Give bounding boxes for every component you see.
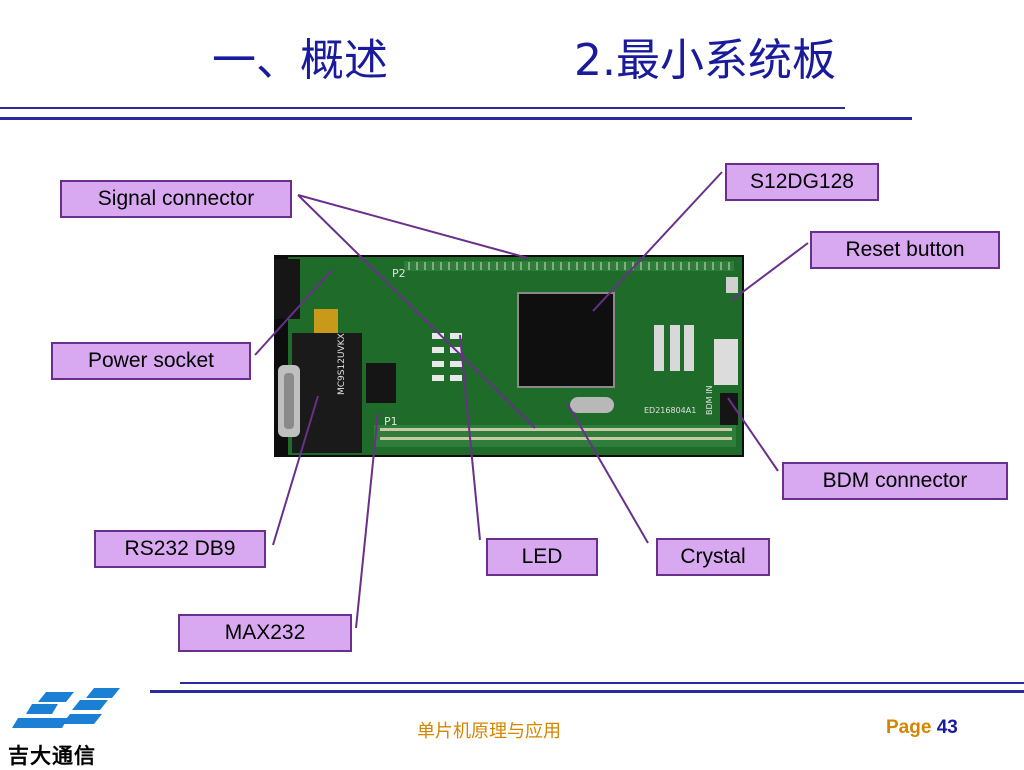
course-title: 单片机原理与应用 [417,721,561,742]
title-section: 一、概述 [212,35,388,86]
callout-s12dg128 [592,171,723,312]
board-photo: P2 P1 MC9S12UVKX BDM IN ED216804A1 [274,255,744,457]
company-logo-icon [12,688,120,728]
page-indicator: Page 43 [886,717,958,739]
silk-p1: P1 [384,415,398,428]
label-power-socket: Power socket [51,342,251,380]
label-rs232-db9: RS232 DB9 [94,530,266,568]
slide-title: 一、概述 2.最小系统板 [0,24,1024,86]
label-signal-connector: Signal connector [60,180,292,218]
callout-reset-button [731,242,809,301]
callout-signal-connector-bottom [297,194,536,429]
label-bdm-connector: BDM connector [782,462,1008,500]
header-rule-lower [0,117,912,120]
header-rule-upper [0,107,845,109]
callout-crystal [566,402,649,544]
footer-rule-lower [150,690,1024,693]
page-number: 43 [936,717,958,738]
silk-crystal: ED216804A1 [644,406,696,415]
title-topic: 2.最小系统板 [574,35,836,86]
label-max232: MAX232 [178,614,352,652]
callout-power-socket [254,269,333,356]
company-name: 吉大通信 [8,744,96,768]
callout-led [459,334,481,541]
label-led: LED [486,538,598,576]
silk-bdm: BDM IN [705,386,714,415]
callout-rs232 [272,395,319,546]
callout-bdm-connector [727,397,779,472]
silk-p2: P2 [392,267,406,280]
label-crystal: Crystal [656,538,770,576]
page-label: Page [886,717,932,738]
label-s12dg128: S12DG128 [725,163,879,201]
label-reset-button: Reset button [810,231,1000,269]
callout-max232 [355,412,379,629]
callout-signal-connector-top [297,194,529,259]
footer-rule-upper [180,682,1024,684]
silk-chip: MC9S12UVKX [337,333,347,395]
